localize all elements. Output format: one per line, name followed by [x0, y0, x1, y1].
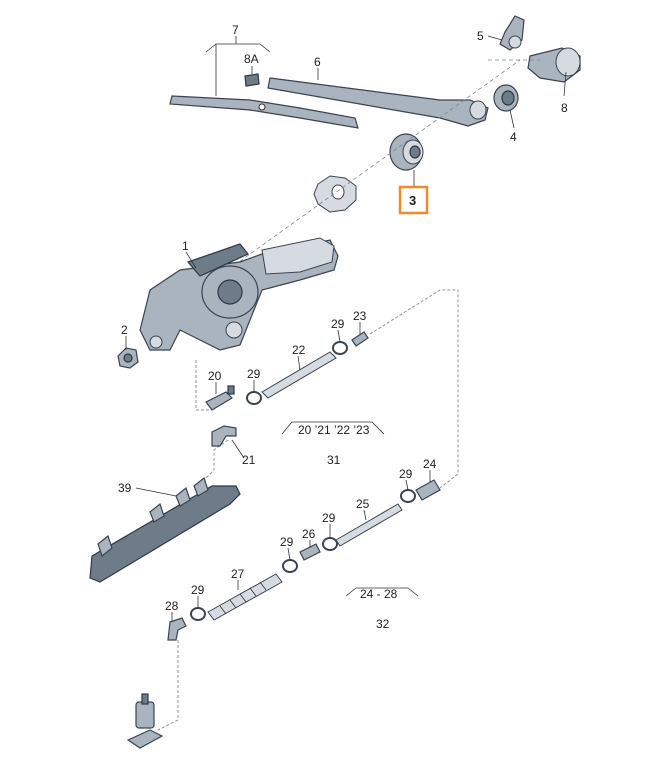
- label-32: 32: [376, 617, 390, 631]
- nut-part-4: [493, 84, 519, 112]
- hose-part-27: [207, 573, 283, 621]
- label-29f: 29: [191, 583, 205, 597]
- connector-part-24: [415, 479, 441, 501]
- wiper-motor: [139, 237, 339, 351]
- cap-8a: [244, 73, 260, 87]
- group-label-24-28: 24 - 28: [360, 587, 398, 601]
- hose-clamp-29e: [282, 559, 298, 573]
- hose-clamp-29c: [400, 489, 416, 503]
- label-22: 22: [292, 343, 306, 357]
- valve-part-26: [299, 543, 321, 561]
- hose-clamp-29f: [190, 607, 206, 621]
- label-23: 23: [353, 309, 367, 323]
- label-29d: 29: [322, 511, 336, 525]
- label-8a: 8A: [244, 52, 259, 66]
- label-26: 26: [302, 527, 316, 541]
- clip-part-5: [499, 15, 525, 51]
- label-2: 2: [121, 323, 128, 337]
- label-29c: 29: [399, 467, 413, 481]
- connector-part-20: [205, 385, 235, 411]
- group-label-20-23: 20 ’21 ’22 ’23: [298, 423, 370, 437]
- label-6: 6: [314, 55, 321, 69]
- elbow-part-28: [167, 617, 187, 641]
- hose-clamp-29d: [322, 537, 338, 551]
- grommet-part-3: [389, 133, 424, 171]
- label-27: 27: [231, 567, 245, 581]
- label-31: 31: [327, 453, 341, 467]
- highlight-box-part-3: [398, 185, 429, 215]
- label-25: 25: [356, 497, 370, 511]
- elbow-part-21: [211, 425, 237, 447]
- hose-part-22: [261, 351, 337, 399]
- label-28: 28: [165, 599, 179, 613]
- label-8: 8: [561, 101, 568, 115]
- heater-strip-part-39: [89, 476, 241, 583]
- hose-clamp-29a: [332, 341, 348, 355]
- nut-part-2: [117, 347, 139, 369]
- hose-clamp-29b: [246, 391, 262, 405]
- label-39: 39: [118, 481, 132, 495]
- nozzle-part-23: [351, 331, 369, 347]
- hose-part-25: [335, 503, 403, 547]
- seal-washer: [313, 175, 357, 213]
- label-3: 3: [409, 193, 416, 208]
- cover-part-8: [527, 47, 581, 83]
- label-29e: 29: [280, 535, 294, 549]
- label-24: 24: [423, 457, 437, 471]
- label-29b: 29: [247, 367, 261, 381]
- label-1: 1: [182, 239, 189, 253]
- label-21: 21: [242, 453, 256, 467]
- non-return-valve: [126, 693, 164, 749]
- label-20: 20: [208, 369, 222, 383]
- wiper-arm: [267, 77, 489, 127]
- label-7: 7: [232, 23, 239, 37]
- label-5: 5: [477, 29, 484, 43]
- wiper-blade: [169, 95, 359, 129]
- label-4: 4: [510, 130, 517, 144]
- label-29a: 29: [331, 317, 345, 331]
